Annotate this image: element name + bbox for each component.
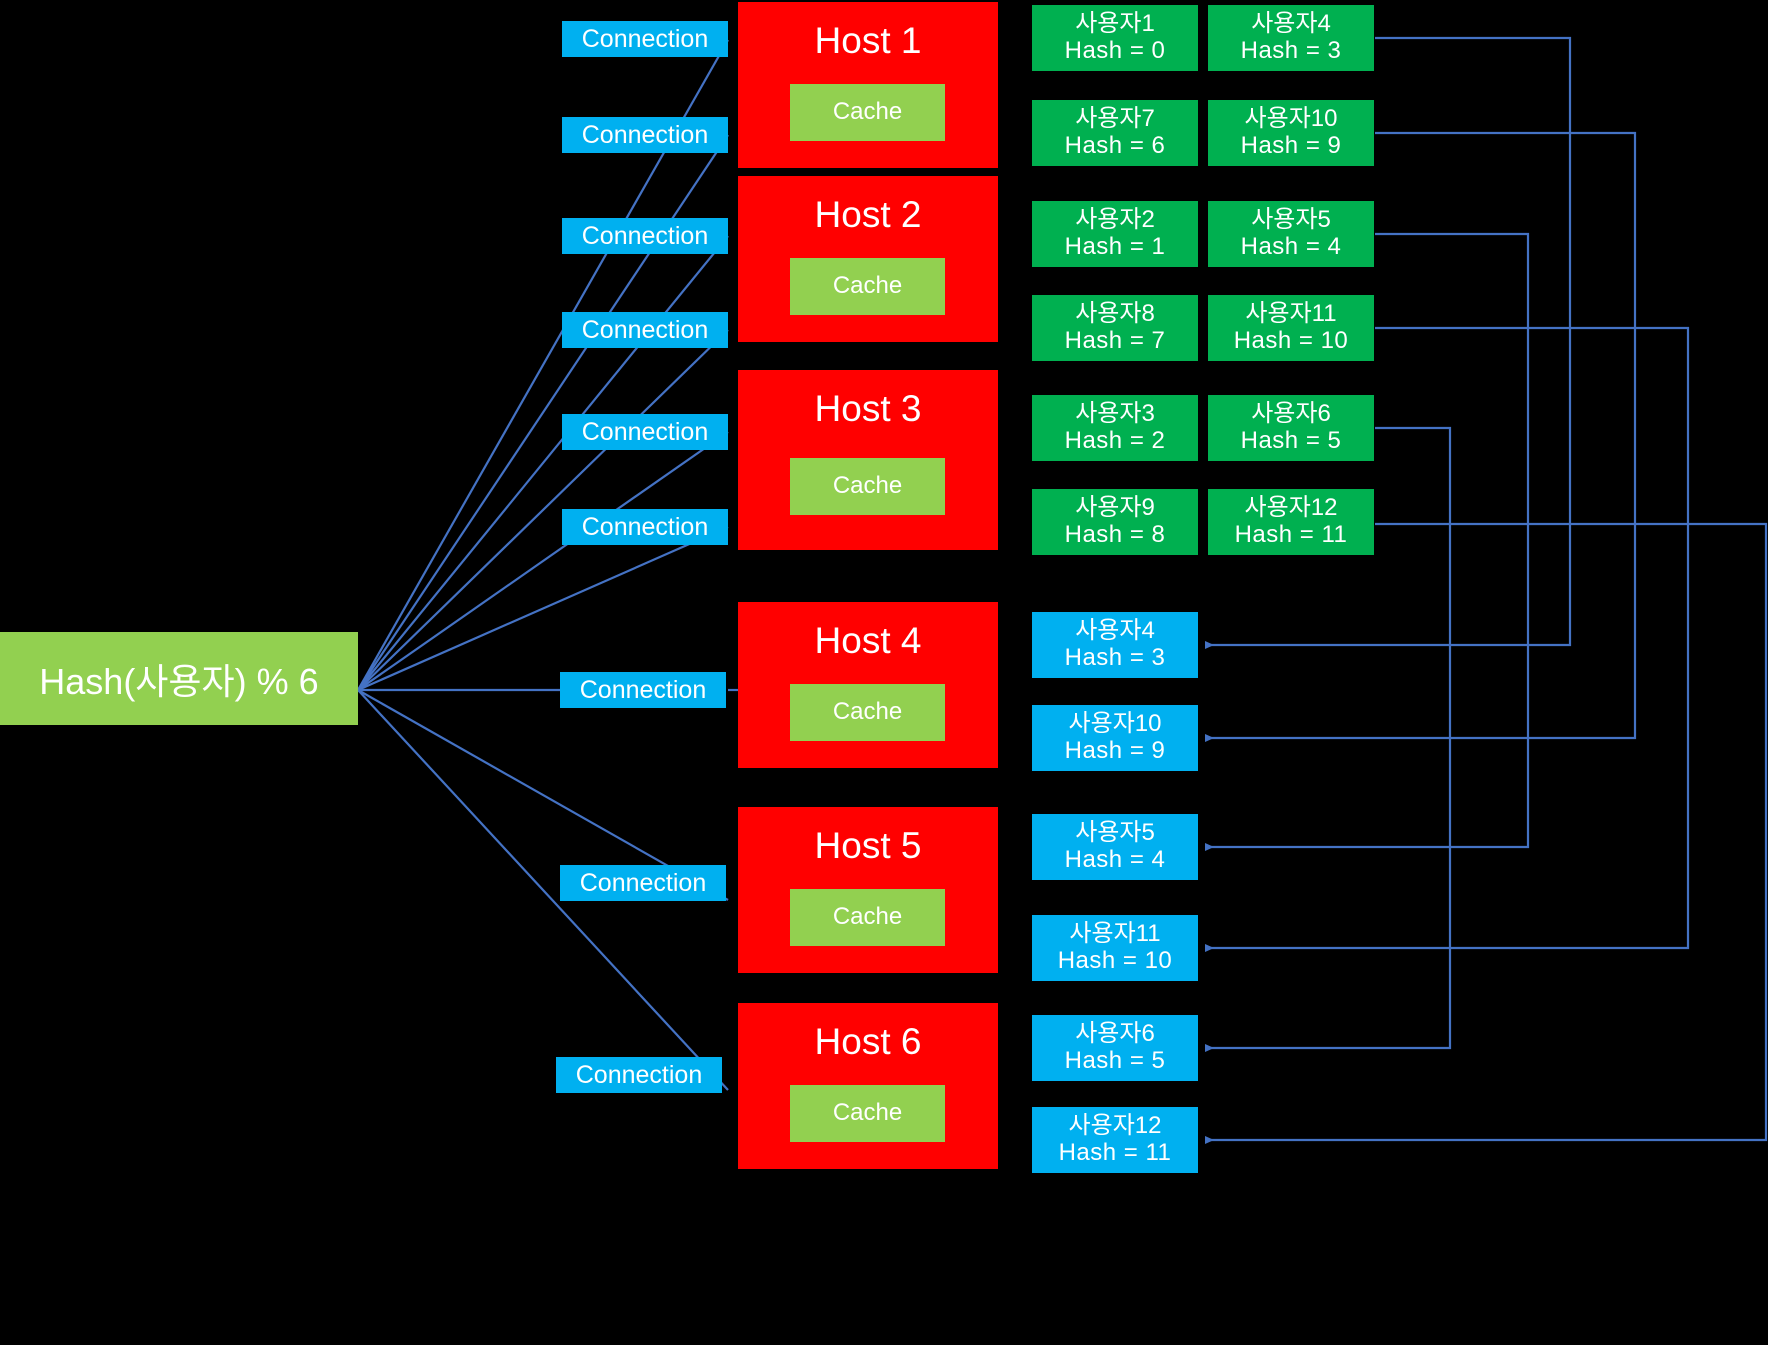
connection-label: Connection xyxy=(581,513,709,541)
user-cell-green: 사용자1 Hash = 0 xyxy=(1032,5,1198,71)
user-cell-green: 사용자5 Hash = 4 xyxy=(1208,201,1374,267)
user-name: 사용자10 xyxy=(1244,105,1338,133)
hash-function-label: Hash(사용자) % 6 xyxy=(39,660,319,702)
user-name: 사용자3 xyxy=(1075,400,1155,428)
user-cell-blue: 사용자5 Hash = 4 xyxy=(1032,814,1198,880)
user-cell-green: 사용자7 Hash = 6 xyxy=(1032,100,1198,166)
connection-host4[interactable]: Connection xyxy=(560,672,726,708)
user-name: 사용자11 xyxy=(1069,920,1161,948)
user-cell-green: 사용자8 Hash = 7 xyxy=(1032,295,1198,361)
user-hash: Hash = 7 xyxy=(1064,327,1166,354)
host-3[interactable]: Host 3 Cache xyxy=(738,370,998,550)
host-4[interactable]: Host 4 Cache xyxy=(738,602,998,768)
cache-label: Cache xyxy=(832,272,903,300)
user-hash: Hash = 6 xyxy=(1064,132,1166,159)
connection-label: Connection xyxy=(581,418,709,446)
user-hash: Hash = 5 xyxy=(1240,427,1342,454)
hash-function-node: Hash(사용자) % 6 xyxy=(0,632,358,725)
connection-host1-a[interactable]: Connection xyxy=(562,21,728,57)
user-name: 사용자7 xyxy=(1075,105,1155,133)
user-name: 사용자2 xyxy=(1075,206,1155,234)
user-name: 사용자4 xyxy=(1075,617,1155,645)
user-cell-green: 사용자3 Hash = 2 xyxy=(1032,395,1198,461)
connection-host6[interactable]: Connection xyxy=(556,1057,722,1093)
host-title: Host 2 xyxy=(814,194,922,235)
user-hash: Hash = 2 xyxy=(1064,427,1166,454)
user-cell-green: 사용자10 Hash = 9 xyxy=(1208,100,1374,166)
user-name: 사용자9 xyxy=(1075,494,1155,522)
host-2[interactable]: Host 2 Cache xyxy=(738,176,998,342)
user-name: 사용자6 xyxy=(1075,1020,1155,1048)
host-5[interactable]: Host 5 Cache xyxy=(738,807,998,973)
user-cell-blue: 사용자6 Hash = 5 xyxy=(1032,1015,1198,1081)
cache-box[interactable]: Cache xyxy=(790,84,945,141)
connection-label: Connection xyxy=(575,1061,703,1089)
connection-host3-a[interactable]: Connection xyxy=(562,414,728,450)
user-cell-blue: 사용자4 Hash = 3 xyxy=(1032,612,1198,678)
connection-label: Connection xyxy=(581,316,709,344)
user-cell-green: 사용자11 Hash = 10 xyxy=(1208,295,1374,361)
user-name: 사용자6 xyxy=(1251,400,1331,428)
user-hash: Hash = 11 xyxy=(1058,1139,1172,1166)
connection-host2-b[interactable]: Connection xyxy=(562,312,728,348)
user-hash: Hash = 3 xyxy=(1064,644,1166,671)
user-hash: Hash = 9 xyxy=(1064,737,1166,764)
connection-label: Connection xyxy=(581,222,709,250)
cache-box[interactable]: Cache xyxy=(790,458,945,515)
user-name: 사용자4 xyxy=(1251,10,1331,38)
user-hash: Hash = 5 xyxy=(1064,1047,1166,1074)
user-name: 사용자12 xyxy=(1244,494,1338,522)
connection-host1-b[interactable]: Connection xyxy=(562,117,728,153)
host-title: Host 6 xyxy=(814,1021,922,1062)
user-hash: Hash = 0 xyxy=(1064,37,1166,64)
user-cell-green: 사용자9 Hash = 8 xyxy=(1032,489,1198,555)
host-title: Host 4 xyxy=(814,620,922,661)
user-cell-green: 사용자2 Hash = 1 xyxy=(1032,201,1198,267)
cache-label: Cache xyxy=(832,472,903,500)
host-1[interactable]: Host 1 Cache xyxy=(738,2,998,168)
user-cell-blue: 사용자12 Hash = 11 xyxy=(1032,1107,1198,1173)
cache-box[interactable]: Cache xyxy=(790,889,945,946)
user-hash: Hash = 10 xyxy=(1233,327,1349,354)
user-hash: Hash = 1 xyxy=(1064,233,1166,260)
connection-label: Connection xyxy=(579,869,707,897)
cache-box[interactable]: Cache xyxy=(790,684,945,741)
connection-label: Connection xyxy=(581,121,709,149)
host-title: Host 1 xyxy=(814,20,922,61)
user-hash: Hash = 8 xyxy=(1064,521,1166,548)
user-hash: Hash = 10 xyxy=(1057,947,1173,974)
user-cell-green: 사용자4 Hash = 3 xyxy=(1208,5,1374,71)
connection-host5[interactable]: Connection xyxy=(560,865,726,901)
host-title: Host 3 xyxy=(814,388,922,429)
user-name: 사용자11 xyxy=(1245,300,1337,328)
user-cell-green: 사용자12 Hash = 11 xyxy=(1208,489,1374,555)
user-cell-green: 사용자6 Hash = 5 xyxy=(1208,395,1374,461)
user-hash: Hash = 9 xyxy=(1240,132,1342,159)
cache-label: Cache xyxy=(832,698,903,726)
user-name: 사용자5 xyxy=(1075,819,1155,847)
user-hash: Hash = 11 xyxy=(1234,521,1348,548)
user-name: 사용자10 xyxy=(1068,710,1162,738)
host-6[interactable]: Host 6 Cache xyxy=(738,1003,998,1169)
user-hash: Hash = 3 xyxy=(1240,37,1342,64)
user-name: 사용자1 xyxy=(1075,10,1155,38)
host-title: Host 5 xyxy=(814,825,922,866)
user-cell-blue: 사용자10 Hash = 9 xyxy=(1032,705,1198,771)
user-name: 사용자12 xyxy=(1068,1112,1162,1140)
user-name: 사용자8 xyxy=(1075,300,1155,328)
cache-box[interactable]: Cache xyxy=(790,1085,945,1142)
connection-host3-b[interactable]: Connection xyxy=(562,509,728,545)
connection-host2-a[interactable]: Connection xyxy=(562,218,728,254)
connection-label: Connection xyxy=(579,676,707,704)
connection-label: Connection xyxy=(581,25,709,53)
cache-label: Cache xyxy=(832,1099,903,1127)
cache-box[interactable]: Cache xyxy=(790,258,945,315)
user-hash: Hash = 4 xyxy=(1064,846,1166,873)
user-name: 사용자5 xyxy=(1251,206,1331,234)
user-hash: Hash = 4 xyxy=(1240,233,1342,260)
cache-label: Cache xyxy=(832,903,903,931)
cache-label: Cache xyxy=(832,98,903,126)
user-cell-blue: 사용자11 Hash = 10 xyxy=(1032,915,1198,981)
